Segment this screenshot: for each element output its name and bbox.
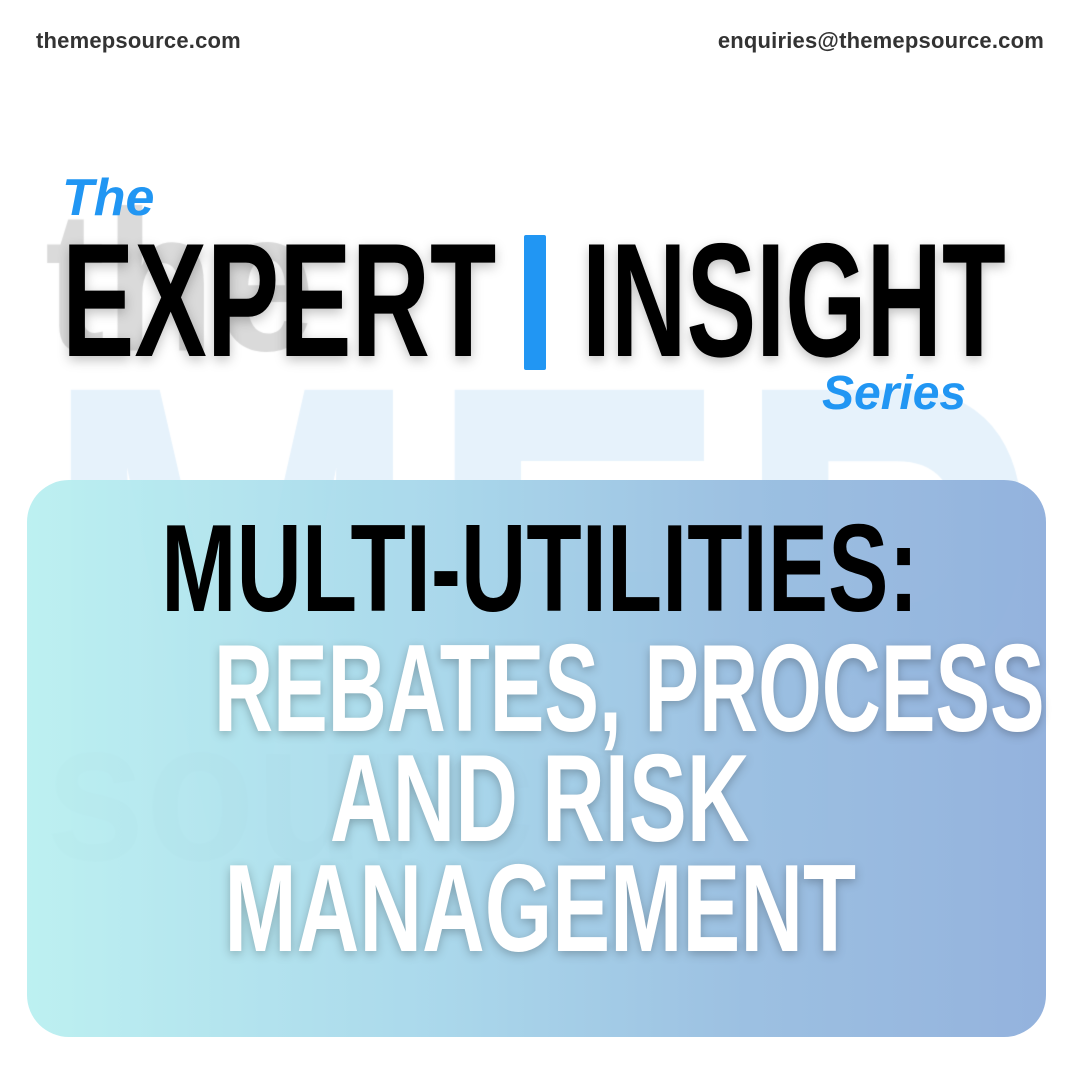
topic-line-3-text: AND RISK — [330, 730, 750, 868]
title-divider — [524, 235, 546, 370]
topic-line-2: REBATES, PROCESS — [0, 620, 1080, 758]
title-suffix: Series — [822, 367, 967, 420]
title-expert: EXPERT — [62, 210, 497, 391]
email-link[interactable]: enquiries@themepsource.com — [717, 28, 1044, 53]
topic-line-4-text: MANAGEMENT — [224, 840, 856, 978]
topic-panel — [27, 480, 1046, 1037]
title-insight: INSIGHT — [582, 210, 1006, 391]
website-link[interactable]: themepsource.com — [36, 28, 241, 53]
topic-line-1: MULTI-UTILITIES: — [0, 500, 1080, 638]
topic-line-4: MANAGEMENT — [0, 840, 1080, 978]
topic-line-3: AND RISK — [0, 730, 1080, 868]
title-prefix: The — [62, 169, 155, 227]
topic-line-2-text: REBATES, PROCESS — [213, 620, 1045, 758]
topic-line-1-text: MULTI-UTILITIES: — [161, 500, 919, 638]
